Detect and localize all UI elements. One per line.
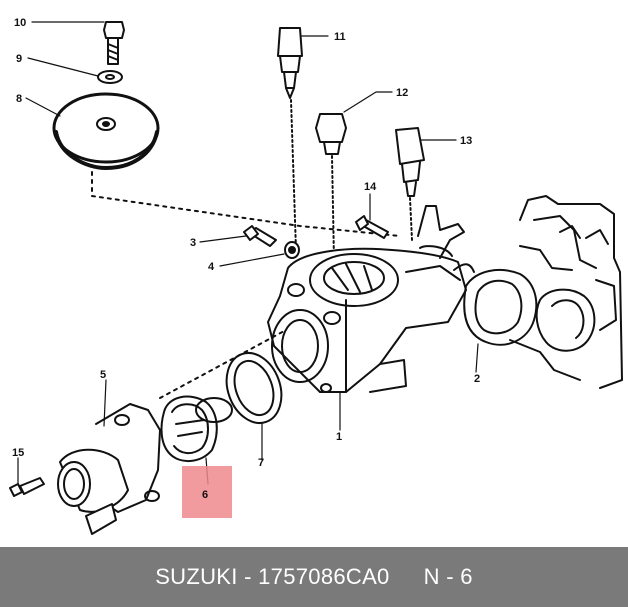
part-12-plug — [315, 113, 347, 261]
callout-8: 8 — [16, 93, 22, 105]
part-4-washer — [284, 241, 300, 259]
part-2-gasket — [463, 269, 538, 346]
part-14-bolt — [355, 215, 389, 239]
footer-separator: - — [237, 564, 259, 589]
callout-6: 6 — [202, 489, 208, 501]
diagram-position: N - 6 — [423, 564, 473, 589]
callout-13: 13 — [460, 135, 472, 147]
engine-block — [509, 195, 623, 389]
highlight-box — [182, 466, 232, 518]
callout-3: 3 — [190, 237, 196, 249]
callout-12: 12 — [396, 87, 408, 99]
part-15-bolt — [9, 477, 45, 497]
callout-15: 15 — [12, 447, 24, 459]
part-10-bolt — [103, 21, 125, 65]
part-11-sensor — [277, 27, 303, 251]
callout-11: 11 — [334, 31, 346, 43]
part-1-housing — [267, 205, 475, 393]
leader-lines — [17, 21, 479, 485]
callout-10: 10 — [14, 17, 26, 29]
callout-2: 2 — [474, 373, 480, 385]
part-5-outlet — [57, 403, 161, 535]
part-info-footer: SUZUKI - 1757086CA0 N - 6 — [0, 547, 628, 607]
part-13-sensor — [395, 127, 425, 241]
callout-14: 14 — [364, 181, 377, 193]
callout-4: 4 — [208, 261, 215, 273]
callout-5: 5 — [100, 369, 106, 381]
exploded-parts-diagram: 10 9 8 11 12 13 14 3 4 5 6 7 1 2 15 — [9, 17, 623, 535]
part-8-cap — [52, 92, 160, 170]
part-9-washer — [97, 70, 123, 84]
part-code: 1757086CA0 — [258, 564, 390, 589]
callout-9: 9 — [16, 53, 22, 65]
part-7-ring — [225, 352, 283, 424]
callout-7: 7 — [258, 457, 264, 469]
brand-name: SUZUKI — [155, 564, 238, 589]
callout-1: 1 — [336, 431, 342, 443]
part-3-bolt — [243, 225, 277, 247]
part-6-thermostat — [160, 395, 233, 462]
